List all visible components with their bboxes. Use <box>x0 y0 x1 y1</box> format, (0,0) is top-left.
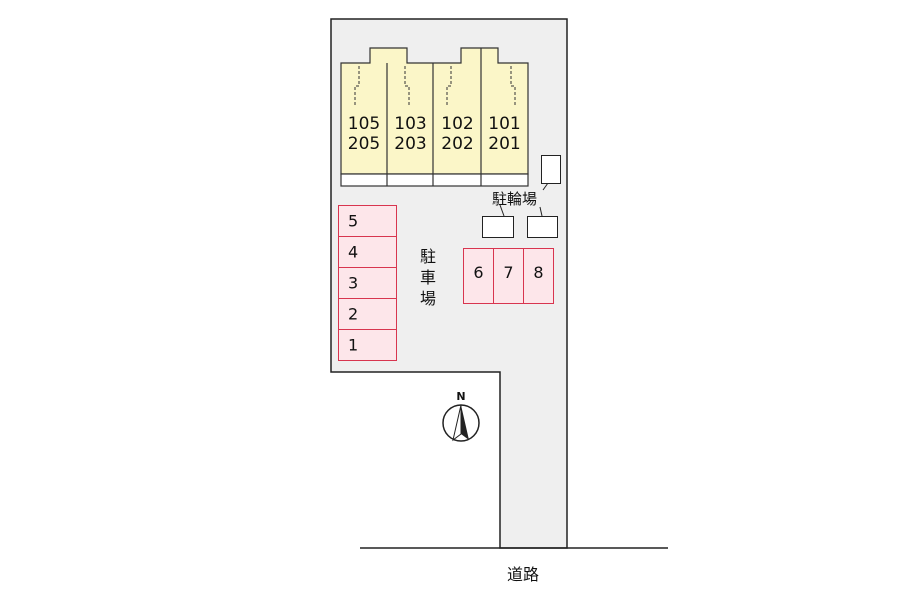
unit-lower-number: 202 <box>441 134 474 154</box>
road-label: 道路 <box>507 565 540 584</box>
unit-102-202: 102 202 <box>434 114 481 154</box>
bicycle-rack-left <box>482 216 514 238</box>
parking-space-5: 5 <box>338 205 397 237</box>
unit-lower-number: 203 <box>394 134 427 154</box>
bicycle-parking-label: 駐輪場 <box>492 190 538 208</box>
building-outline <box>340 47 529 175</box>
compass <box>442 404 480 442</box>
unit-lower-number: 201 <box>488 134 521 154</box>
building <box>340 47 529 187</box>
bicycle-rack-right <box>527 216 558 238</box>
unit-101-201: 101 201 <box>482 114 527 154</box>
compass-north-letter: N <box>456 390 466 403</box>
unit-upper-number: 101 <box>488 114 521 134</box>
unit-upper-number: 102 <box>441 114 474 134</box>
unit-upper-number: 105 <box>347 114 381 134</box>
parking-space-8: 8 <box>523 248 554 304</box>
parking-space-3: 3 <box>338 267 397 299</box>
balcony-strip <box>340 173 529 187</box>
unit-103-203: 103 203 <box>388 114 433 154</box>
parking-space-4: 4 <box>338 236 397 268</box>
parking-space-1: 1 <box>338 329 397 361</box>
parking-space-7: 7 <box>493 248 524 304</box>
bicycle-rack-upright <box>541 155 561 184</box>
unit-lower-number: 205 <box>347 134 381 154</box>
unit-105-205: 105 205 <box>342 114 386 154</box>
parking-space-6: 6 <box>463 248 494 304</box>
car-parking-label: 駐 車 場 <box>419 247 436 308</box>
unit-upper-number: 103 <box>394 114 427 134</box>
parking-space-2: 2 <box>338 298 397 330</box>
